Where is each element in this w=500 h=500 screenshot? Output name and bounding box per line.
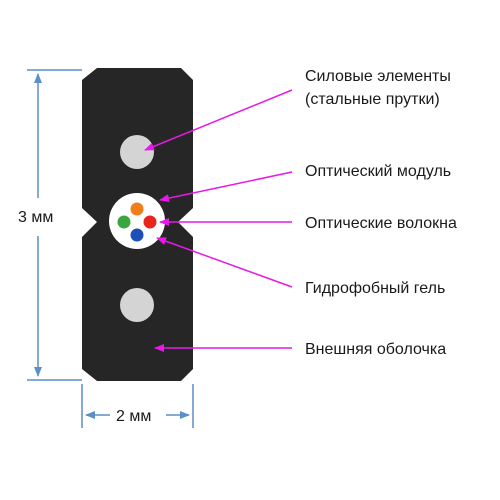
pointer-strength-members (144, 89, 293, 151)
optical-module (109, 193, 165, 249)
fiber-green (117, 215, 131, 229)
pointer-arrows (144, 89, 293, 352)
label-outer-sheath: Внешняя оболочка (305, 341, 446, 358)
labels: Силовые элементы (стальные прутки) Оптич… (305, 68, 457, 358)
pointer-hydrophobic-gel (156, 237, 293, 288)
height-dimension: 3 мм (18, 69, 82, 381)
label-hydrophobic-gel: Гидрофобный гель (305, 280, 445, 297)
pointer-optical-module (159, 171, 293, 203)
label-strength-members-line1: Силовые элементы (305, 68, 451, 85)
module-tube (109, 193, 165, 249)
height-label: 3 мм (18, 209, 53, 226)
label-optical-fibers: Оптические волокна (305, 215, 457, 232)
label-optical-module: Оптический модуль (305, 163, 451, 180)
width-dimension: 2 мм (81, 384, 194, 428)
fiber-red (143, 215, 157, 229)
label-strength-members-line2: (стальные прутки) (305, 91, 440, 108)
width-label: 2 мм (116, 408, 151, 425)
fiber-orange (130, 202, 144, 216)
steel-rod-top (120, 135, 154, 169)
steel-rod-bottom (120, 288, 154, 322)
fiber-blue (130, 228, 144, 242)
